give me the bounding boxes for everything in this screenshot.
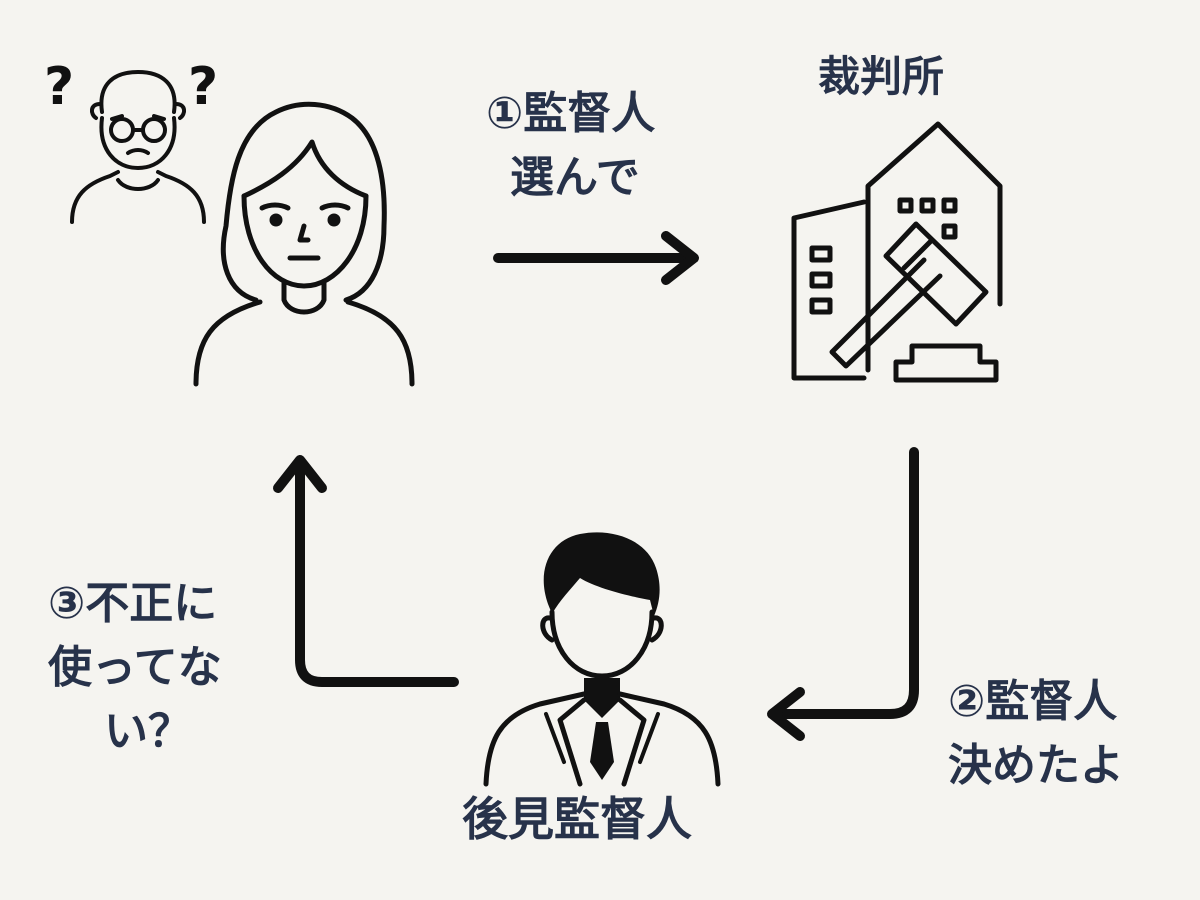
court-label: 裁判所: [818, 52, 945, 101]
confused-elder-icon: [70, 70, 206, 224]
svg-text:?: ?: [188, 57, 218, 117]
step1-line2: 選んで: [510, 152, 640, 203]
man-in-suit-icon: [483, 532, 721, 787]
step3-label: ③不正に 使ってな い？: [48, 582, 222, 754]
court-building-icon: [791, 121, 1003, 381]
step2-label: ②監督人 決めたよ: [948, 680, 1124, 788]
question-mark-icon: ?: [188, 57, 218, 117]
step2-line2: 決めたよ: [948, 740, 1124, 791]
gavel-icon: [829, 221, 999, 383]
step3-line3: い？: [104, 706, 192, 757]
arrow-to-guardian: [767, 447, 919, 741]
arrow-to-court: [493, 231, 699, 285]
step2-line1: ②監督人: [948, 676, 1118, 727]
arrow-to-woman: [273, 455, 459, 687]
svg-text:?: ?: [44, 57, 74, 117]
step3-line1: ③不正に: [48, 578, 218, 629]
woman-icon: [193, 101, 415, 387]
guardian-label: 後見監督人: [462, 792, 692, 846]
question-mark-icon: ?: [44, 57, 74, 117]
step1-line1: ①監督人: [486, 88, 656, 139]
step1-label: ①監督人 選んで: [486, 92, 655, 200]
step3-line2: 使ってな: [48, 642, 222, 693]
